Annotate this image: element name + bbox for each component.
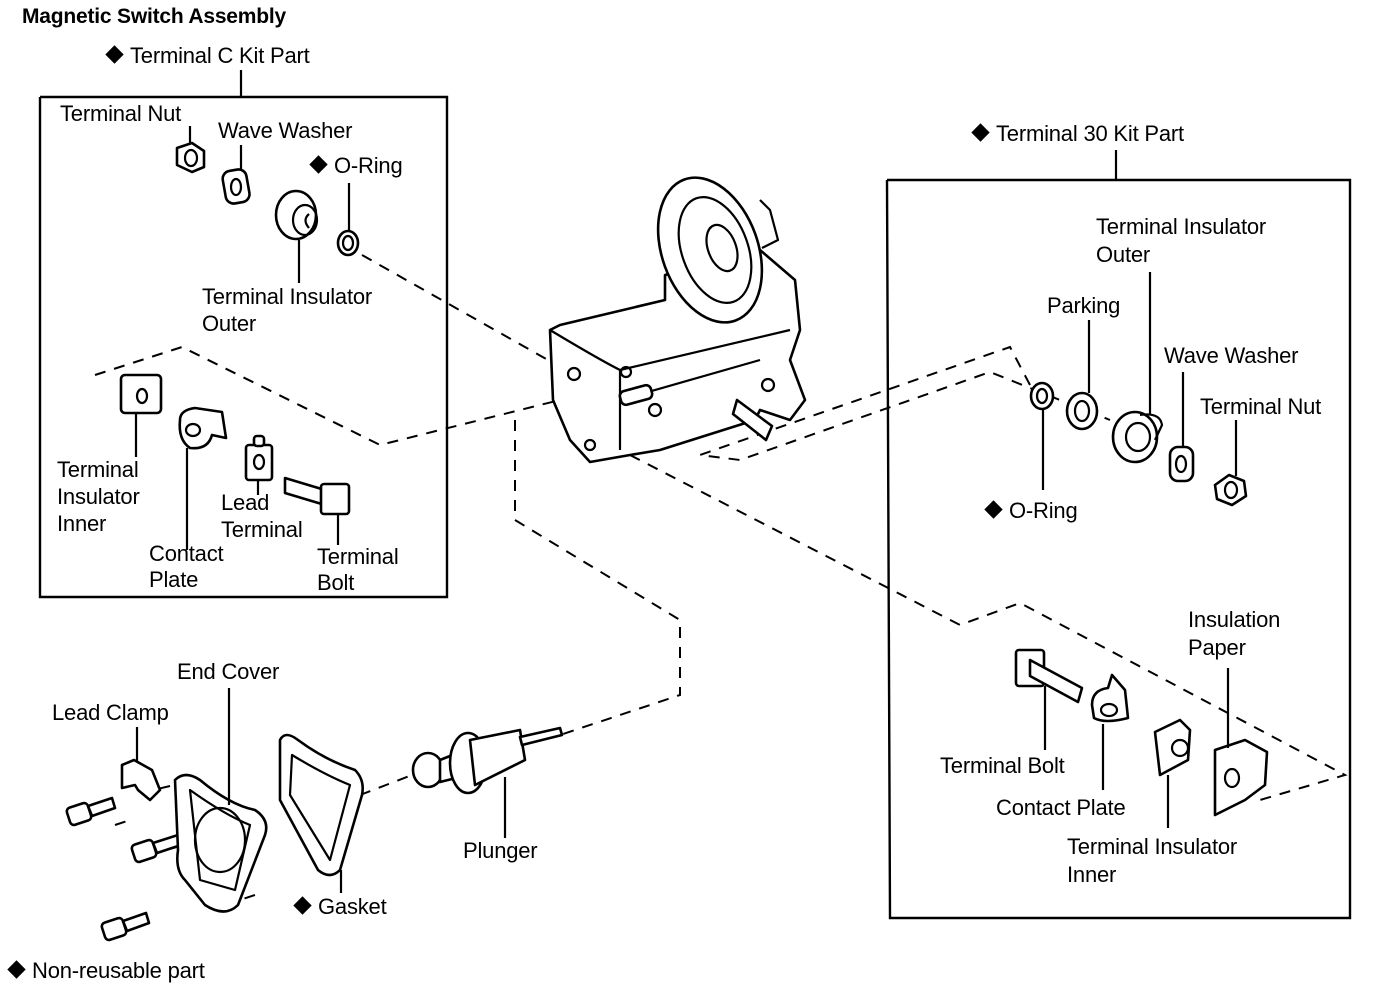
terminal-c-kit-label: Terminal C Kit Part <box>105 42 310 69</box>
diamond-icon <box>971 123 990 142</box>
legend-text: Non-reusable part <box>32 958 205 983</box>
label-terminal-insulator-outer-30-2: Outer <box>1096 242 1151 267</box>
o-ring-30-text: O-Ring <box>1009 498 1078 523</box>
label-terminal-insulator-outer-c-1: Terminal Insulator <box>202 284 373 309</box>
assembly-dashed-lines <box>94 254 1348 909</box>
magnetic-switch-housing <box>548 176 807 464</box>
terminal-c-kit-box <box>38 70 449 599</box>
label-lead-terminal-2: Terminal <box>221 517 303 542</box>
label-terminal-insulator-outer-30-1: Terminal Insulator <box>1096 214 1267 239</box>
label-gasket: Gasket <box>293 893 387 920</box>
terminal-nut-c-drawing <box>175 141 206 174</box>
label-terminal-insulator-inner-30-2: Inner <box>1067 862 1117 887</box>
label-terminal-insulator-inner-c-3: Inner <box>57 511 107 536</box>
label-wave-washer-c: Wave Washer <box>218 118 353 143</box>
label-lead-clamp: Lead Clamp <box>52 700 169 725</box>
label-terminal-insulator-inner-c-1: Terminal <box>57 457 139 482</box>
label-terminal-nut-c: Terminal Nut <box>60 101 182 126</box>
terminal-30-kit-box <box>885 150 1352 920</box>
label-contact-plate-c-2: Plate <box>149 567 199 592</box>
loose-parts <box>65 688 564 942</box>
label-contact-plate-30: Contact Plate <box>996 795 1126 820</box>
label-parking: Parking <box>1047 293 1121 318</box>
label-plunger: Plunger <box>463 838 538 863</box>
label-terminal-insulator-outer-c-2: Outer <box>202 311 257 336</box>
page-title: Magnetic Switch Assembly <box>22 5 286 28</box>
o-ring-c-text: O-Ring <box>334 153 403 178</box>
diamond-icon <box>984 500 1003 519</box>
label-insulation-paper-1: Insulation <box>1188 607 1281 632</box>
label-lead-terminal-1: Lead <box>221 490 270 515</box>
label-contact-plate-c-1: Contact <box>149 541 224 566</box>
label-wave-washer-30: Wave Washer <box>1164 343 1299 368</box>
label-terminal-bolt-c-2: Bolt <box>317 570 355 595</box>
label-terminal-nut-30: Terminal Nut <box>1200 394 1322 419</box>
label-insulation-paper-2: Paper <box>1188 635 1246 660</box>
terminal-c-parts <box>119 126 360 550</box>
terminal-30-kit-text: Terminal 30 Kit Part <box>996 121 1184 146</box>
label-terminal-bolt-30: Terminal Bolt <box>940 753 1065 778</box>
label-terminal-insulator-inner-30-1: Terminal Insulator <box>1067 834 1238 859</box>
diamond-icon <box>309 155 328 174</box>
label-terminal-insulator-inner-c-2: Insulator <box>57 484 140 509</box>
terminal-30-kit-label: Terminal 30 Kit Part <box>971 120 1184 147</box>
label-terminal-bolt-c-1: Terminal <box>317 544 399 569</box>
legend-non-reusable: Non-reusable part <box>7 957 205 984</box>
diamond-icon <box>293 896 312 915</box>
label-o-ring-c: O-Ring <box>309 152 403 179</box>
diamond-icon <box>105 45 124 64</box>
gasket-text: Gasket <box>318 894 387 919</box>
label-end-cover: End Cover <box>177 659 280 684</box>
label-o-ring-30: O-Ring <box>984 497 1078 524</box>
diamond-icon <box>7 960 26 979</box>
terminal-c-kit-text: Terminal C Kit Part <box>130 43 310 68</box>
terminal-30-parts <box>1014 272 1269 828</box>
